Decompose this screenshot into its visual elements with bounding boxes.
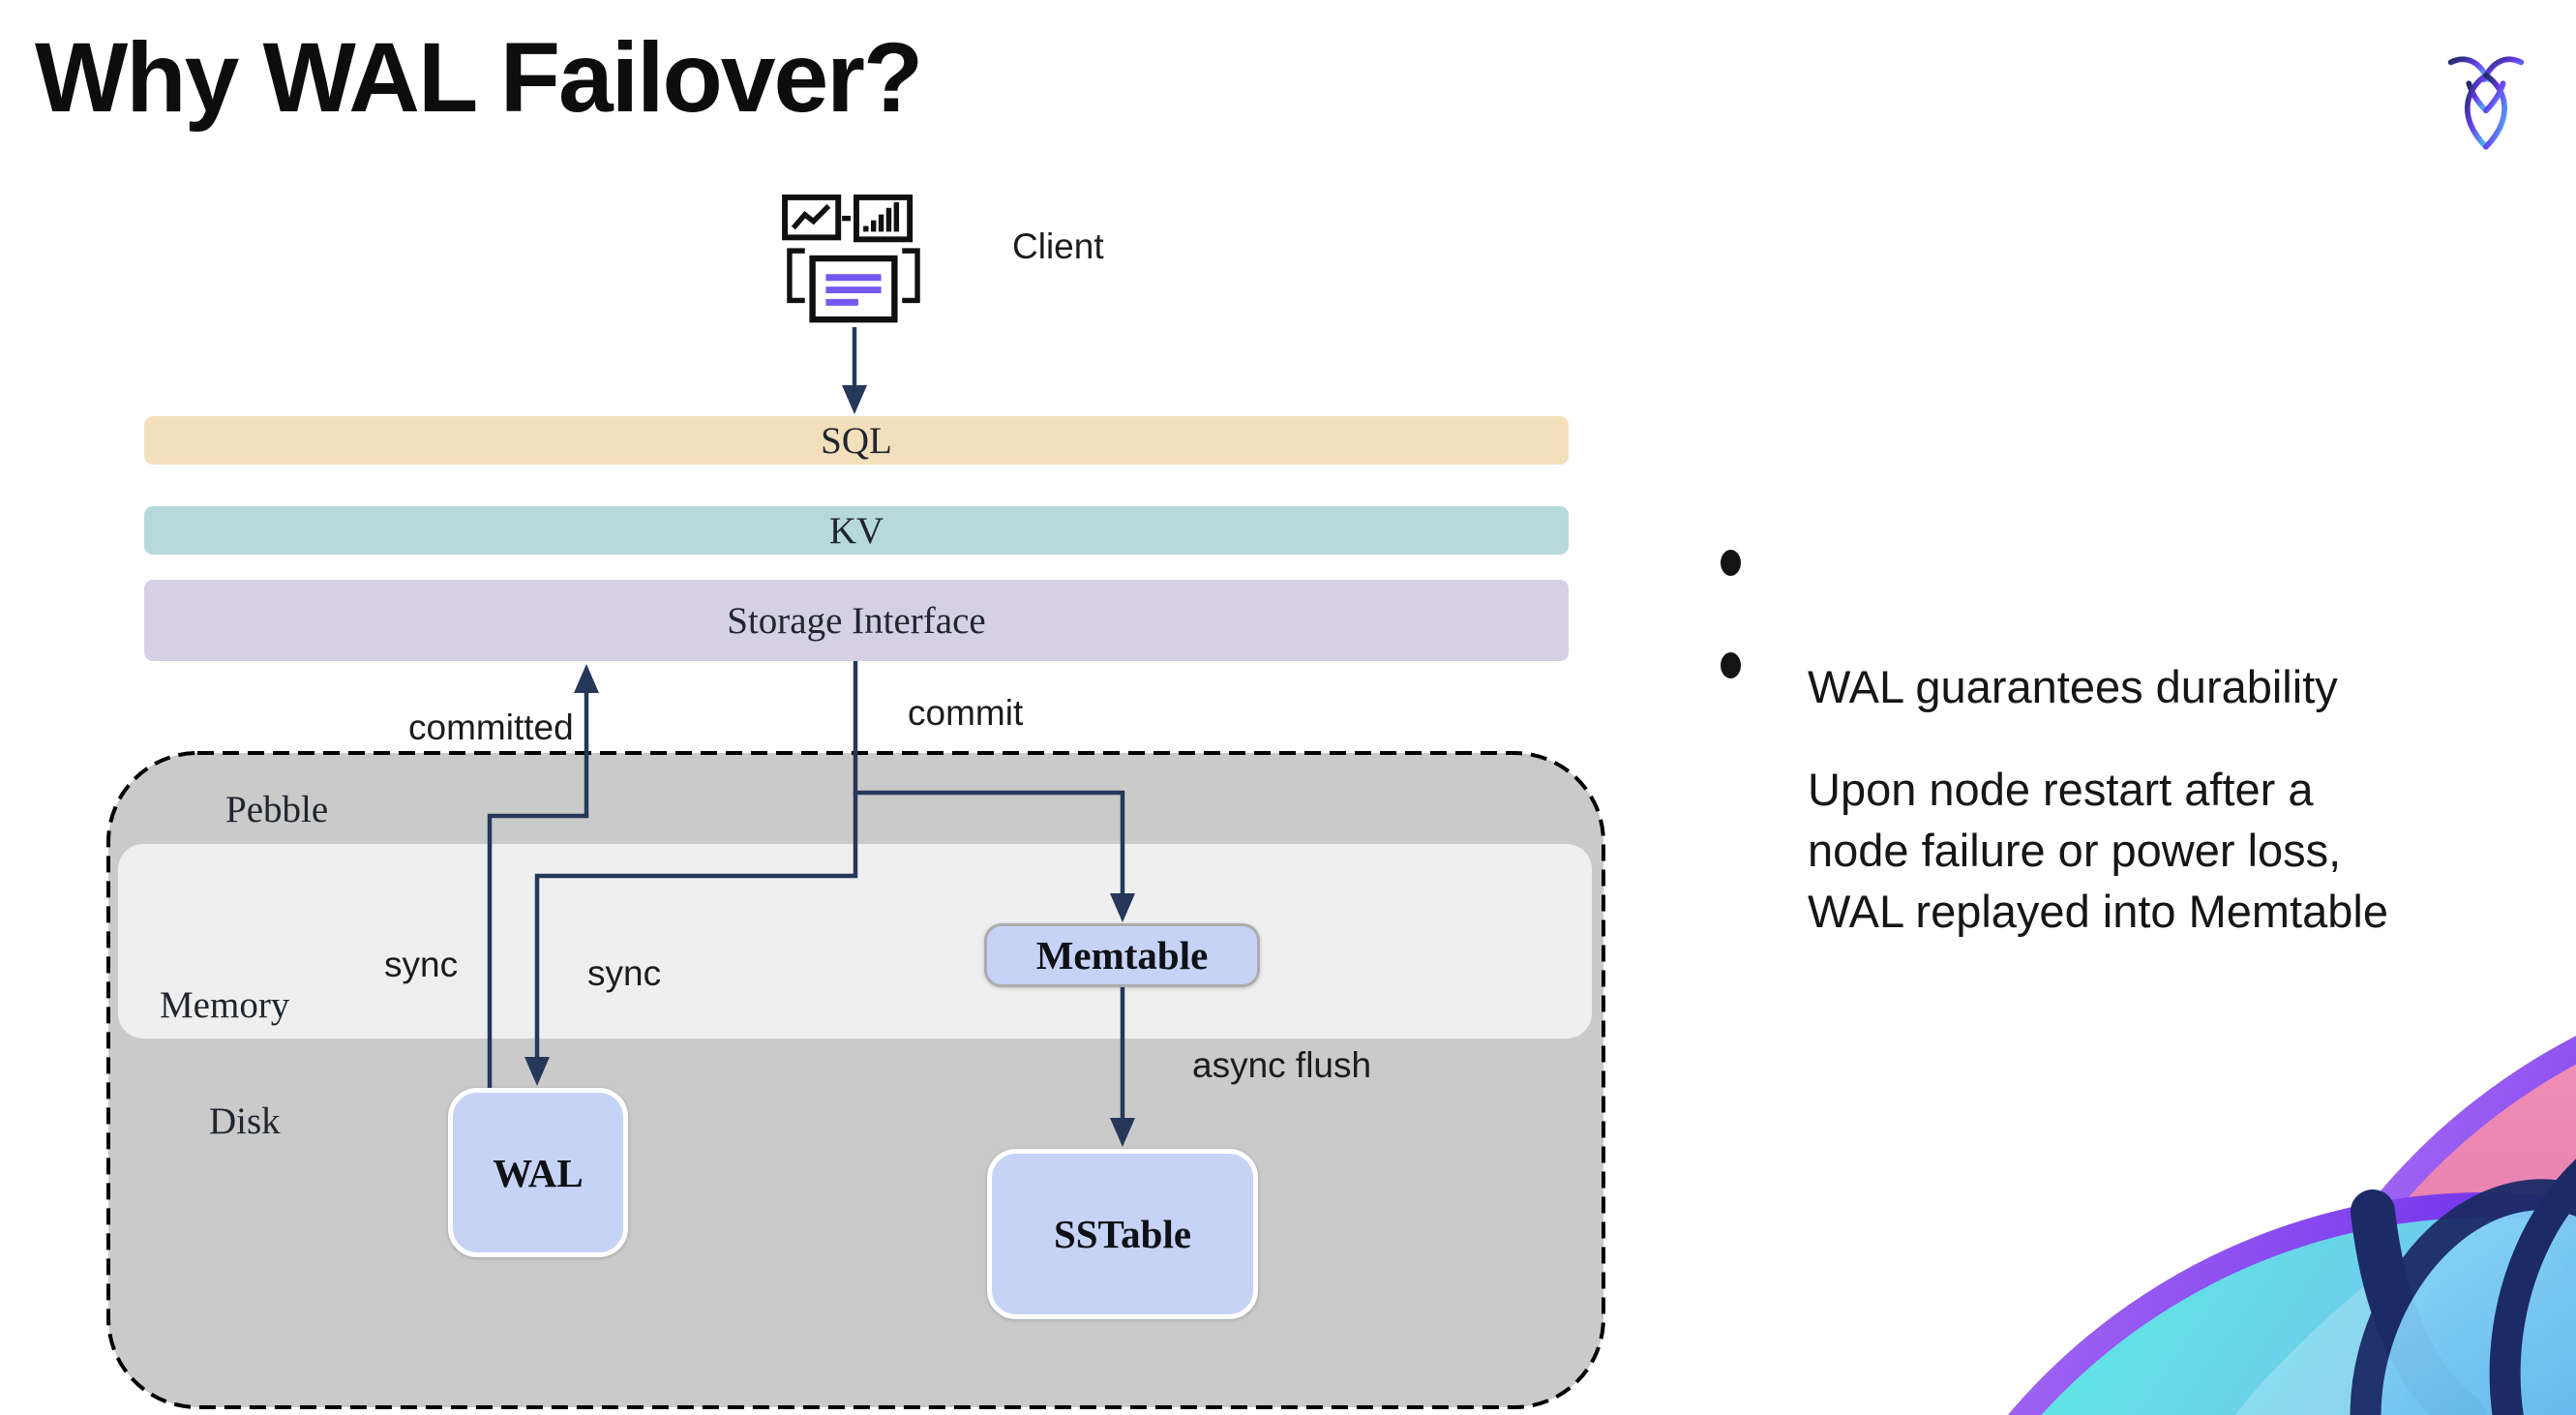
sql-layer-label: SQL xyxy=(821,419,892,462)
cockroachdb-brand-art xyxy=(2008,1036,2576,1415)
memtable-box-label: Memtable xyxy=(1035,933,1209,978)
line-chart-icon xyxy=(782,194,842,241)
storage-layer-label: Storage Interface xyxy=(727,599,986,642)
memory-label: Memory xyxy=(160,984,290,1026)
arrowhead-down-icon xyxy=(842,385,867,414)
bullet-item: Upon node restart after a node failure o… xyxy=(1699,637,2570,942)
committed-label: committed xyxy=(408,708,574,747)
memory-band xyxy=(118,844,1592,1039)
page-title: Why WAL Failover? xyxy=(35,22,923,133)
sync-line xyxy=(534,791,858,1061)
disk-label: Disk xyxy=(209,1100,281,1142)
commit-line xyxy=(853,661,1125,897)
async-flush-label: async flush xyxy=(1192,1045,1372,1085)
commit-label: commit xyxy=(908,693,1024,733)
sync-right-label: sync xyxy=(587,953,662,993)
layer-bar-kv: KV xyxy=(144,506,1569,555)
bullet-dot-icon xyxy=(1721,550,1741,576)
client-label: Client xyxy=(1012,226,1104,266)
leaf-outline-shape xyxy=(2489,1108,2576,1415)
committed-line xyxy=(487,689,589,1088)
sync-left-label: sync xyxy=(384,945,459,984)
sstable-box-label: SSTable xyxy=(1053,1212,1192,1256)
arrowhead-down-icon xyxy=(524,1057,550,1086)
wal-box: WAL xyxy=(448,1088,628,1257)
arrowhead-down-icon xyxy=(1110,1118,1135,1147)
bullet-text: WAL guarantees durability xyxy=(1808,661,2338,712)
bar-chart-icon xyxy=(854,194,914,243)
bullet-text: Upon node restart after a node failure o… xyxy=(1808,764,2388,937)
layer-bar-storage: Storage Interface xyxy=(144,580,1569,661)
layer-bar-sql: SQL xyxy=(144,416,1569,465)
document-icon xyxy=(787,248,920,323)
wal-box-label: WAL xyxy=(493,1150,584,1195)
sstable-box: SSTable xyxy=(987,1149,1258,1319)
bullet-dot-icon xyxy=(1721,652,1741,678)
arrowhead-up-icon xyxy=(574,664,599,693)
bullet-item: WAL guarantees durability xyxy=(1699,534,2570,717)
pebble-label: Pebble xyxy=(225,789,329,830)
memtable-box: Memtable xyxy=(984,923,1260,987)
arrowhead-down-icon xyxy=(1110,893,1135,922)
client-icon xyxy=(782,194,920,323)
cockroachdb-logo-icon xyxy=(2447,56,2525,150)
kv-layer-label: KV xyxy=(828,509,884,552)
